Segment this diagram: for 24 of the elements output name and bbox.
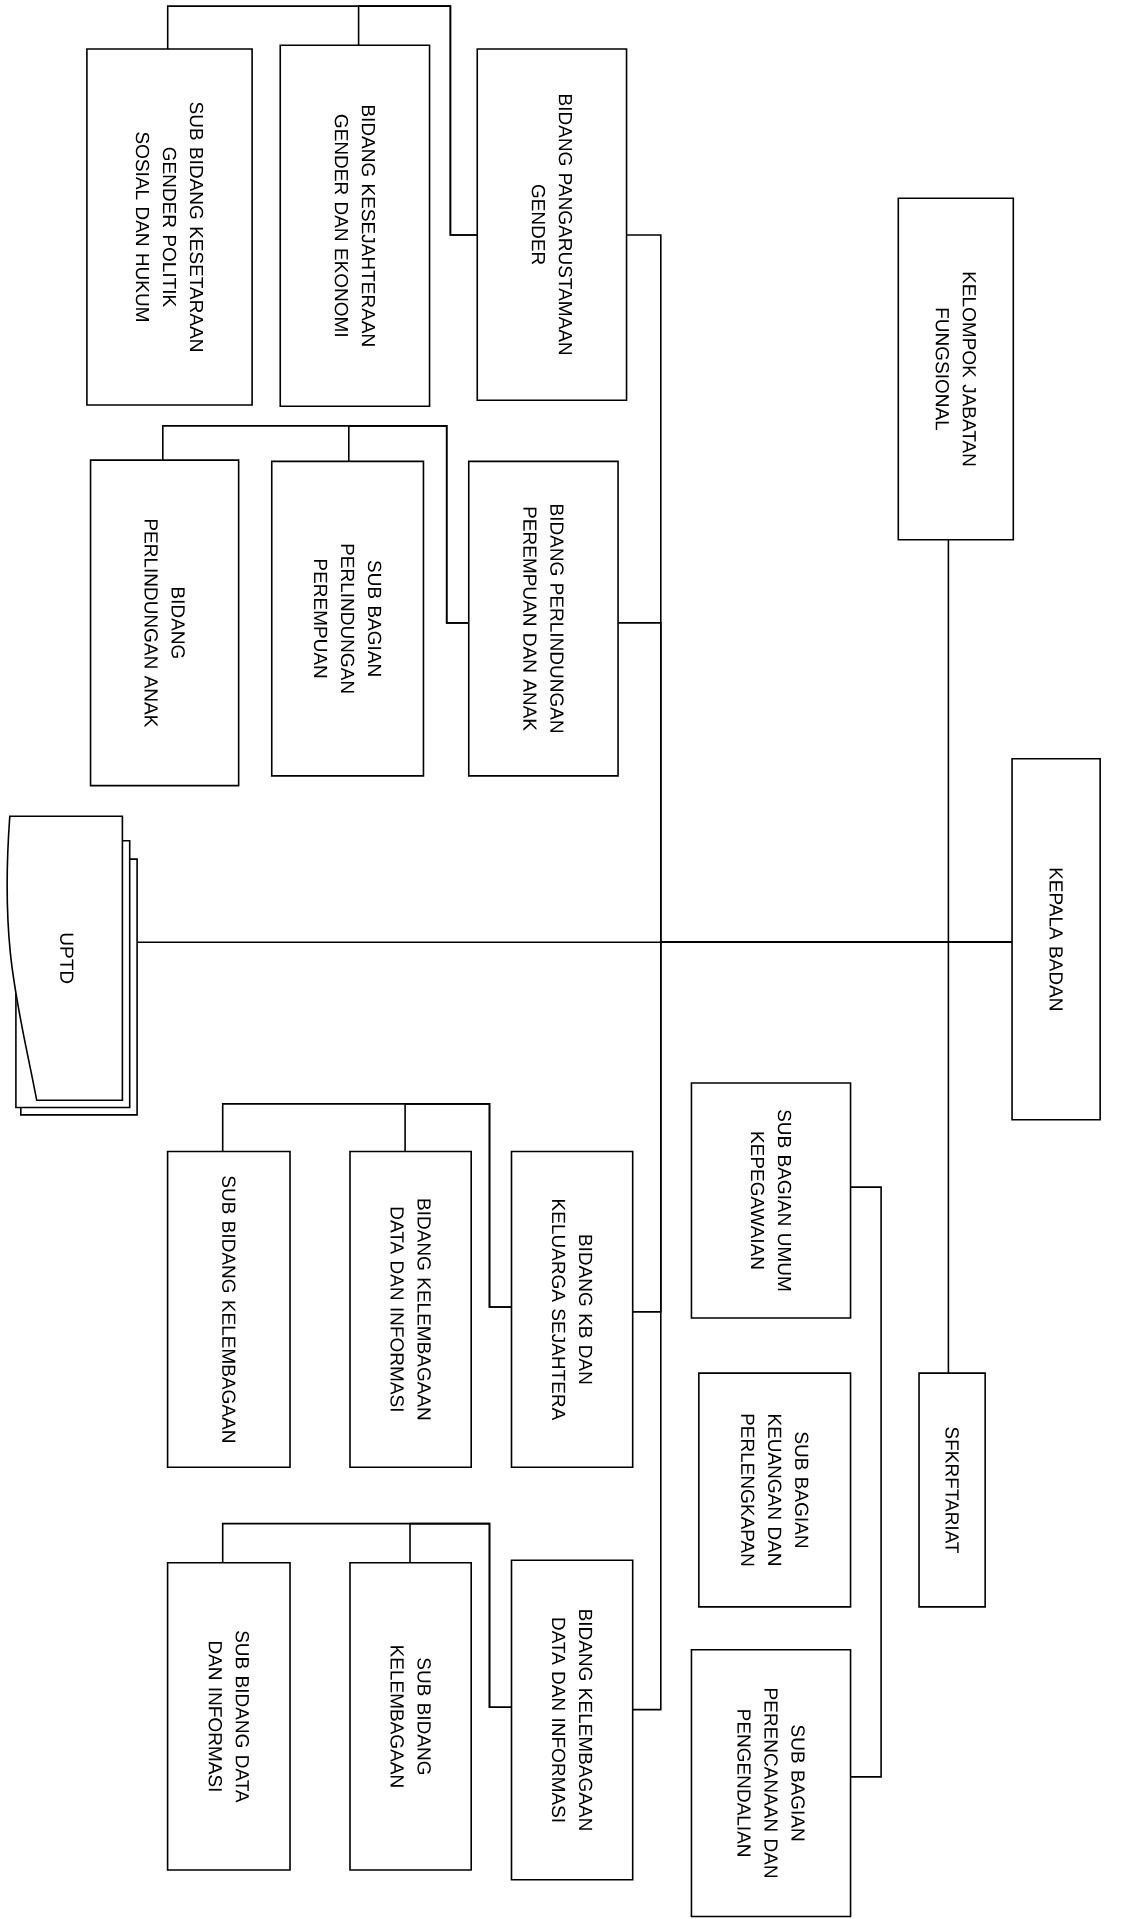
document-stack: UPTD: [6, 815, 138, 1116]
org-box: BIDANG PERLINDUNGAN PEREMPUAN DAN ANAK: [467, 460, 619, 777]
org-box: BIDANG KELEMBAGAAN DATA DAN INFORMASI: [510, 1559, 634, 1881]
connector-line: [849, 1186, 882, 1778]
org-box: SUB BAGIAN PERENCANAAN DAN PENGENDALIAN: [690, 1648, 852, 1918]
org-box: SUB BIDANG KELEMBAGAAN: [166, 1150, 291, 1469]
org-box: BIDANG PERLINDUNGAN ANAK: [89, 459, 240, 787]
org-box: KEPALA BADAN: [1011, 758, 1101, 1121]
org-box: SUB BIDANG KESETARAAN GENDER POLITIK SOSIAL DAN HUKUM: [86, 48, 253, 406]
org-box: KELOMPOK JABATAN FUNGSIONAL: [897, 197, 1015, 541]
org-box: SUB BIDANG KELEMBAGAAN: [349, 1562, 472, 1871]
org-box: BIDANG KELEMBAGAAN DATA DAN INFORMASI: [349, 1150, 472, 1469]
org-box: SFKRFTARIAT: [918, 1372, 986, 1608]
connector-line: [162, 425, 470, 624]
connector-line: [221, 1522, 513, 1708]
org-box: SUB BAGIAN KEUANGAN DAN PERLENGKAPAN: [698, 1372, 852, 1608]
connector-line: [166, 5, 479, 236]
org-box: SUB BAGIAN UMUM KEPEGAWAIAN: [690, 1082, 852, 1319]
org-box: BIDANG PANGARUSTAMAAN GENDER: [476, 48, 628, 401]
org-box: SUB BIDANG DATA DAN INFORMASI: [166, 1562, 291, 1871]
org-box: BIDANG KESEJAHTERAAN GENDER DAN EKONOMI: [279, 44, 431, 408]
connector-line: [221, 1103, 513, 1308]
org-box: SUB BAGIAN PERLINDUNGAN PEREMPUAN: [270, 460, 425, 777]
org-box: BIDANG KB DAN KELUARGA SEJAHTERA: [510, 1150, 634, 1469]
